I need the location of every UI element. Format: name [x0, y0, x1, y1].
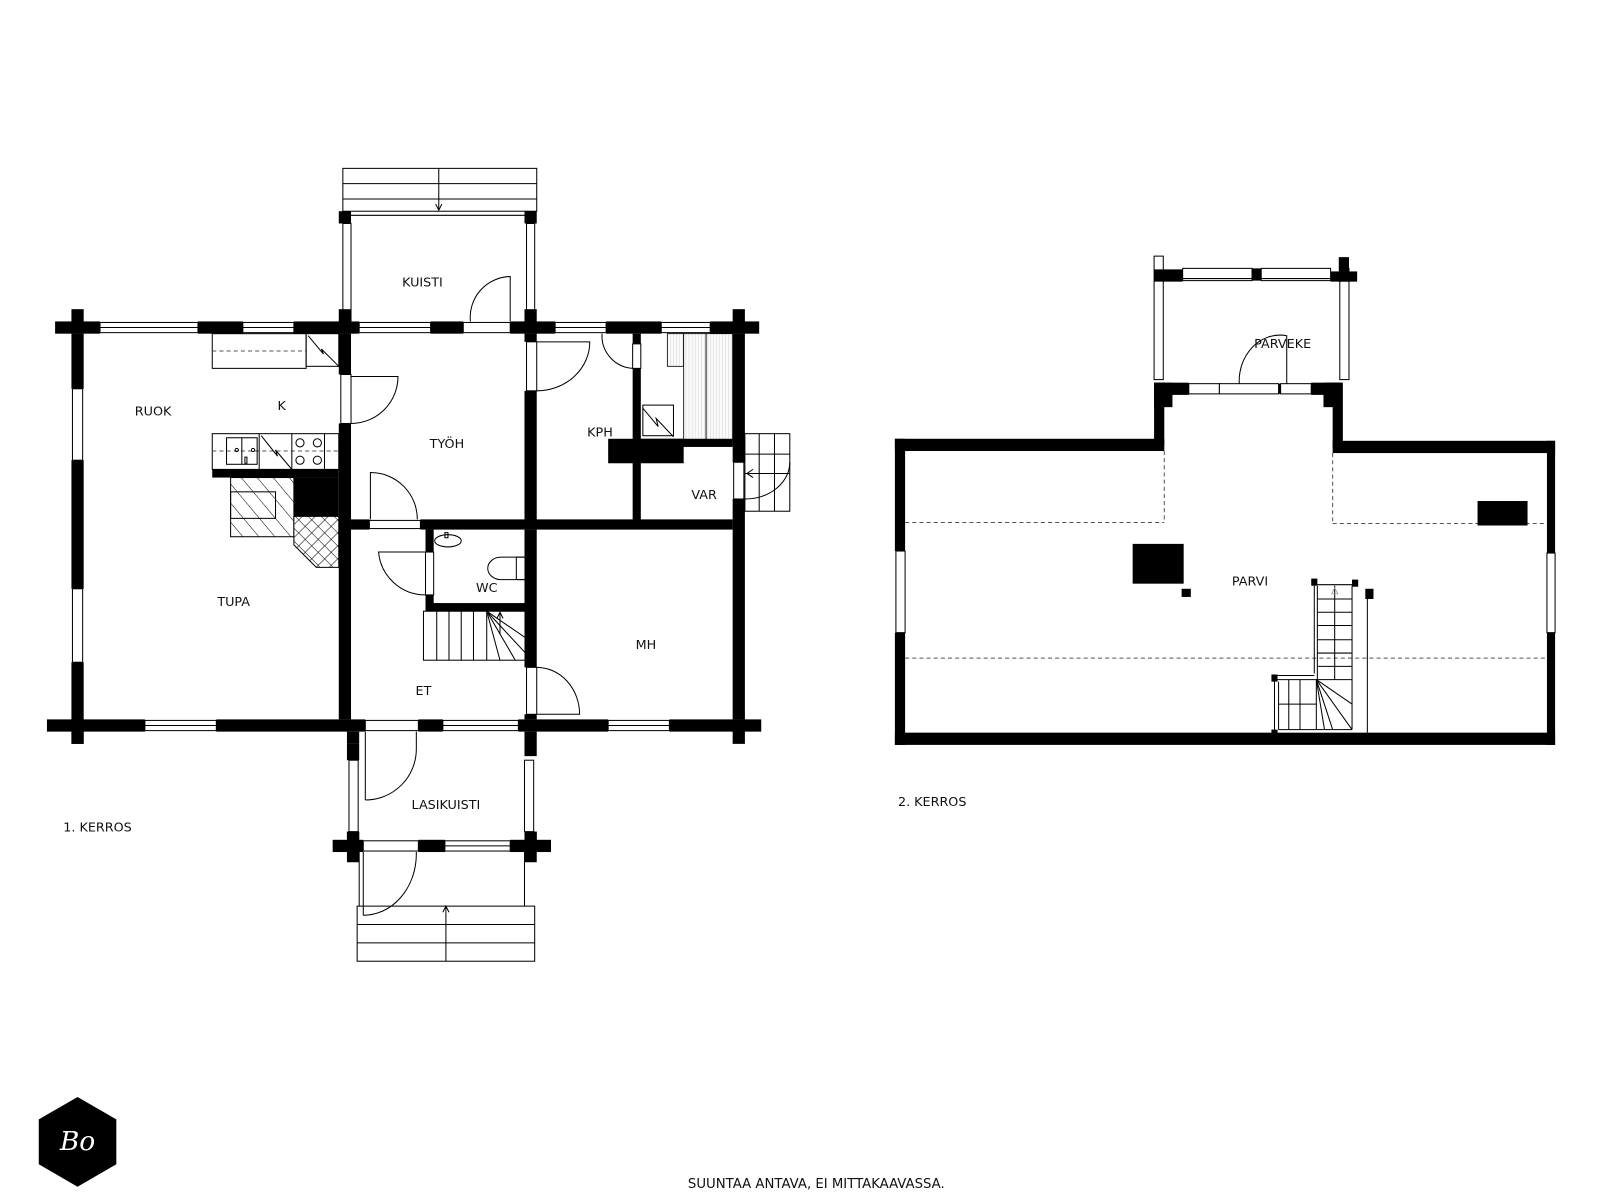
- room-label-mh: MH: [636, 638, 657, 653]
- room-label-ruok: RUOK: [135, 404, 172, 419]
- lasikuisti-plan: [332, 731, 552, 962]
- room-label-lasikuisti: LASIKUISTI: [412, 798, 481, 813]
- room-label-kuisti: KUISTI: [402, 276, 443, 291]
- floor-1-label: 1. KERROS: [63, 821, 131, 836]
- room-label-parveke: PARVEKE: [1254, 337, 1311, 352]
- floor-1-plan: [46, 167, 791, 744]
- room-label-tupa: TUPA: [216, 595, 250, 610]
- room-label-wc: WC: [476, 581, 498, 596]
- room-label-kph: KPH: [587, 426, 613, 441]
- room-label-parvi: PARVI: [1232, 575, 1268, 590]
- et-stairs: [422, 610, 527, 661]
- floor-2-label: 2. KERROS: [898, 795, 966, 810]
- room-label-et: ET: [416, 684, 432, 699]
- floor-2-stairs: [1271, 578, 1374, 735]
- room-label-k: K: [277, 399, 286, 414]
- room-label-var: VAR: [691, 488, 717, 503]
- disclaimer-text: SUUNTAA ANTAVA, EI MITTAKAAVASSA.: [688, 1177, 945, 1192]
- floor-2-plan: [894, 255, 1556, 745]
- room-label-tyoh: TYÖH: [429, 435, 465, 452]
- var-steps: [744, 433, 791, 512]
- kuisti-steps: [342, 167, 538, 212]
- logo-text: Bo: [59, 1126, 95, 1157]
- logo-hexagon-icon: [38, 1096, 117, 1187]
- logo: Bo: [38, 1096, 117, 1187]
